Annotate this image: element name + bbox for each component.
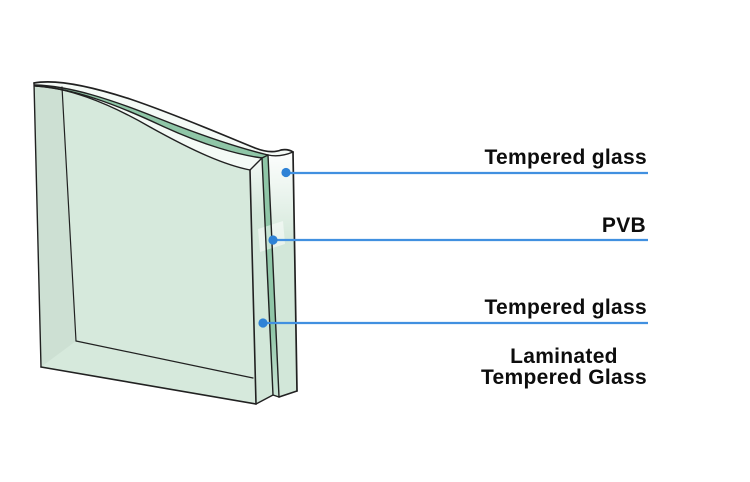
back-pane-top-face	[35, 86, 262, 170]
caption-line-1: Laminated	[510, 345, 618, 368]
label-tempered-glass-top: Tempered glass	[484, 146, 647, 169]
callout-dot-tempered-top	[281, 167, 291, 178]
label-pvb: PVB	[601, 214, 646, 237]
caption-line-2: Tempered Glass	[480, 366, 647, 389]
back-pane-front-face	[34, 83, 256, 404]
callout-dot-pvb	[268, 235, 278, 245]
back-pane-side-face	[250, 158, 273, 404]
diagram-caption: Laminated Tempered Glass	[481, 346, 647, 388]
callout-dot-tempered-bottom	[258, 318, 268, 328]
label-tempered-glass-bottom: Tempered glass	[484, 296, 647, 319]
back-pane-side-highlight	[250, 158, 264, 218]
pvb-top-sliver	[35, 85, 268, 158]
